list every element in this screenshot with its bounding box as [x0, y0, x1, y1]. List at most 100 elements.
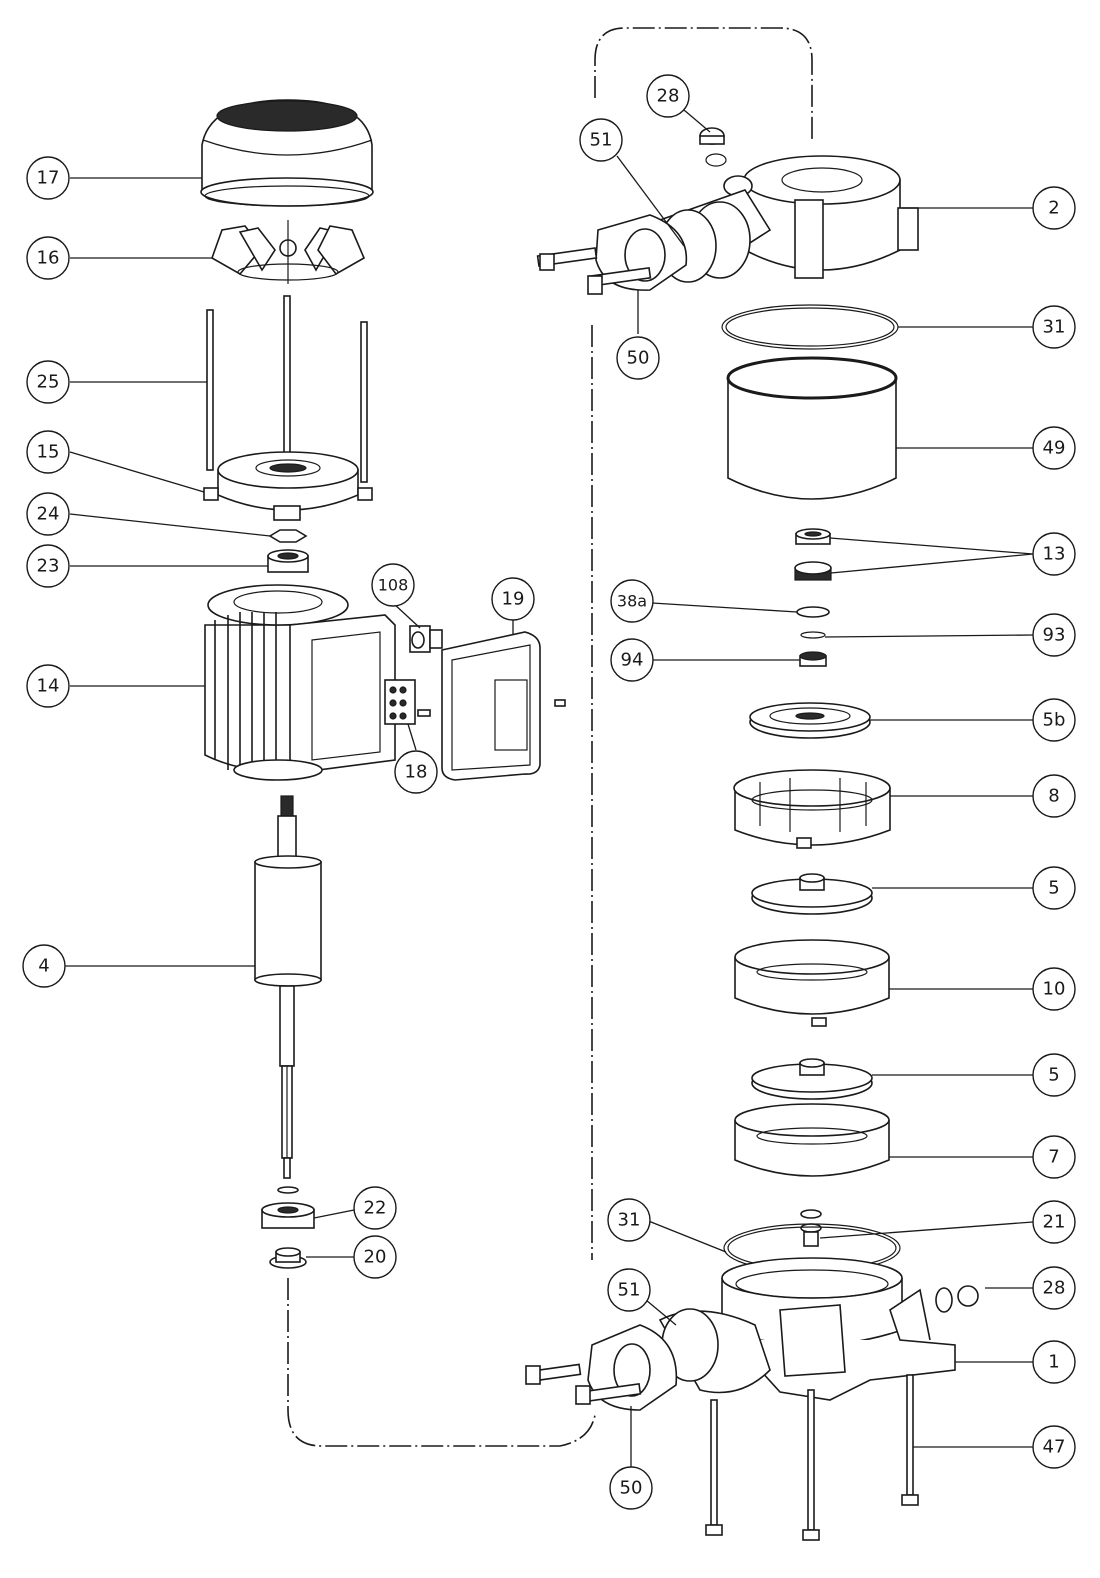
callout-label: 24 — [37, 504, 60, 525]
callout-label: 50 — [627, 348, 650, 369]
vent-plug-upper-part — [699, 127, 727, 167]
callout-label: 5 — [1048, 878, 1059, 899]
callout-15[interactable]: 15 — [26, 430, 70, 474]
mechanical-seal-part — [794, 528, 832, 581]
impeller-part — [751, 873, 873, 915]
callout-label: 8 — [1048, 786, 1059, 807]
callout-label: 21 — [1043, 1212, 1066, 1233]
callout-label: 5 — [1048, 1065, 1059, 1086]
callout-4[interactable]: 4 — [22, 944, 66, 988]
cooling-fan-part — [211, 220, 366, 284]
leader-lines — [65, 109, 1034, 1468]
callout-label: 14 — [37, 676, 60, 697]
callout-13[interactable]: 13 — [1032, 532, 1076, 576]
callout-31-lower[interactable]: 31 — [607, 1198, 651, 1242]
pump-head-part — [658, 155, 919, 283]
lower-bearing-part — [261, 1186, 315, 1229]
terminal-box-cover-part — [441, 631, 566, 781]
fan-cover-part — [200, 99, 374, 207]
callout-label: 50 — [620, 1478, 643, 1499]
callout-49[interactable]: 49 — [1032, 426, 1076, 470]
callout-19[interactable]: 19 — [491, 577, 535, 621]
callout-label: 49 — [1043, 438, 1066, 459]
callout-23[interactable]: 23 — [26, 544, 70, 588]
callout-label: 17 — [37, 168, 60, 189]
callout-10[interactable]: 10 — [1032, 967, 1076, 1011]
callout-18[interactable]: 18 — [394, 750, 438, 794]
callout-47[interactable]: 47 — [1032, 1425, 1076, 1469]
callout-label: 38a — [617, 592, 647, 611]
callout-label: 13 — [1043, 544, 1066, 565]
callout-label: 1 — [1048, 1352, 1059, 1373]
callout-5-lower[interactable]: 5 — [1032, 1053, 1076, 1097]
callout-38a[interactable]: 38a — [610, 579, 654, 623]
callout-24[interactable]: 24 — [26, 492, 70, 536]
tie-rods-part — [206, 295, 368, 497]
sleeve-part — [726, 356, 898, 500]
impeller-nut-part — [800, 1209, 822, 1247]
bushing-part — [799, 651, 827, 667]
callout-label: 31 — [618, 1210, 641, 1231]
motor-housing-part — [204, 584, 396, 781]
tie-bolts-part — [705, 1374, 919, 1541]
diffuser-top-part — [733, 769, 891, 849]
callout-2[interactable]: 2 — [1032, 186, 1076, 230]
callout-label: 28 — [657, 86, 680, 107]
counter-flange-upper-part — [536, 214, 688, 295]
callout-25[interactable]: 25 — [26, 360, 70, 404]
callout-21[interactable]: 21 — [1032, 1200, 1076, 1244]
callout-22[interactable]: 22 — [353, 1186, 397, 1230]
callout-label: 16 — [37, 248, 60, 269]
callout-50-upper[interactable]: 50 — [616, 336, 660, 380]
callout-50-lower[interactable]: 50 — [609, 1466, 653, 1510]
callout-108[interactable]: 108 — [371, 563, 415, 607]
o-ring-upper-part — [721, 304, 899, 350]
callout-label: 18 — [405, 762, 428, 783]
intermediate-diffuser-part — [734, 939, 890, 1027]
circlip-part — [800, 631, 826, 639]
bottom-diffuser-part — [734, 1103, 890, 1177]
callout-20[interactable]: 20 — [353, 1235, 397, 1279]
callout-label: 5b — [1043, 710, 1066, 731]
callout-label: 15 — [37, 442, 60, 463]
callout-5[interactable]: 5 — [1032, 866, 1076, 910]
callout-16[interactable]: 16 — [26, 236, 70, 280]
rotor-shaft-part — [254, 795, 322, 1179]
impeller-lower-part — [751, 1058, 873, 1100]
callout-label: 51 — [618, 1280, 641, 1301]
wave-washer-part — [268, 529, 308, 543]
callout-8[interactable]: 8 — [1032, 774, 1076, 818]
callout-93[interactable]: 93 — [1032, 613, 1076, 657]
callout-5b[interactable]: 5b — [1032, 698, 1076, 742]
callout-label: 93 — [1043, 625, 1066, 646]
first-impeller-part — [749, 702, 871, 739]
pump-base-part — [689, 1257, 979, 1401]
callout-label: 47 — [1043, 1437, 1066, 1458]
callout-14[interactable]: 14 — [26, 664, 70, 708]
callout-label: 20 — [364, 1247, 387, 1268]
callout-31-upper[interactable]: 31 — [1032, 305, 1076, 349]
callout-17[interactable]: 17 — [26, 156, 70, 200]
callout-1[interactable]: 1 — [1032, 1340, 1076, 1384]
callout-94[interactable]: 94 — [610, 638, 654, 682]
callout-label: 51 — [590, 130, 613, 151]
callout-label: 108 — [378, 576, 409, 595]
callout-label: 94 — [621, 650, 644, 671]
washer-part — [796, 606, 830, 618]
terminal-block-part — [384, 679, 431, 725]
callout-label: 4 — [38, 956, 49, 977]
cable-gland-part — [409, 625, 443, 653]
callout-label: 31 — [1043, 317, 1066, 338]
callout-28-lower[interactable]: 28 — [1032, 1266, 1076, 1310]
assembly-line-bottom — [287, 1278, 596, 1447]
callout-label: 28 — [1043, 1278, 1066, 1299]
callout-51-lower[interactable]: 51 — [607, 1268, 651, 1312]
callout-label: 22 — [364, 1198, 387, 1219]
callout-label: 23 — [37, 556, 60, 577]
callout-7[interactable]: 7 — [1032, 1135, 1076, 1179]
callout-51-upper[interactable]: 51 — [579, 118, 623, 162]
callout-28-upper[interactable]: 28 — [646, 74, 690, 118]
counter-flange-lower-part — [525, 1308, 771, 1411]
callout-label: 19 — [502, 589, 525, 610]
